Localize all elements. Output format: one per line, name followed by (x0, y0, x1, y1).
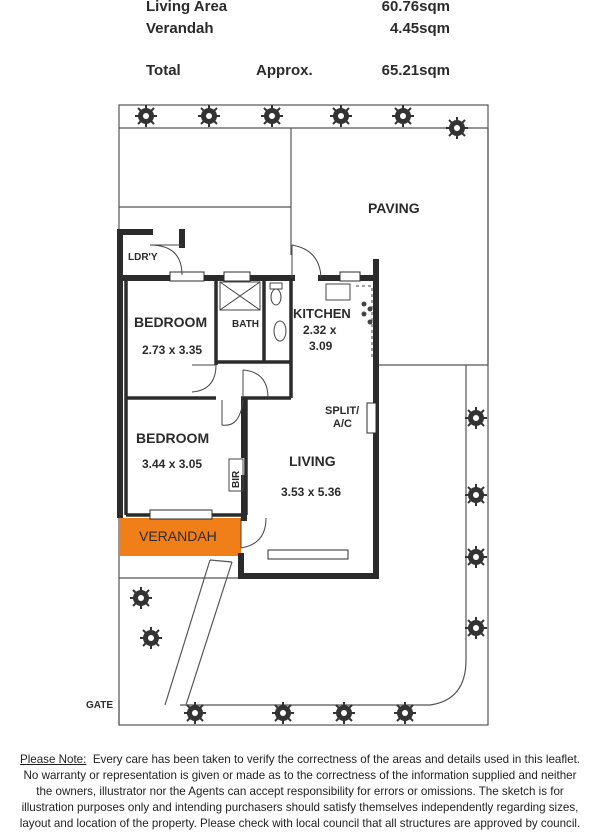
living-size: 3.53 x 5.36 (281, 485, 341, 499)
disclaimer-line-4: illustration purposes only and intending… (21, 801, 579, 814)
kitchen-size-line2: 3.09 (309, 339, 333, 353)
internal-walls (124, 278, 293, 517)
windows (149, 271, 377, 560)
verandah-label: VERANDAH (139, 528, 217, 544)
living-area-value: 60.76sqm (381, 0, 450, 15)
fixtures (219, 281, 373, 492)
garden-trees (129, 104, 488, 725)
garden-path (164, 559, 233, 706)
doors (149, 244, 322, 549)
bedroom1-size: 2.73 x 3.35 (142, 343, 202, 357)
verandah-area (119, 518, 241, 556)
floor-plan: PAVING LDR'Y BEDROOM 2.73 x 3.35 BATH KI… (86, 104, 489, 726)
area-schedule: Living Area 60.76sqm Verandah 4.45sqm To… (0, 0, 600, 90)
bedroom1-label: BEDROOM (134, 314, 207, 330)
kitchen-size-line1: 2.32 x (303, 323, 337, 337)
kitchen-label: KITCHEN (293, 306, 351, 321)
disclaimer-line-5: layout and location of the property. Ple… (19, 817, 581, 830)
verandah-area-row: Verandah 4.45sqm (0, 20, 600, 40)
site-boundary (118, 104, 489, 726)
verandah-area-label: Verandah (146, 20, 214, 37)
living-label: LIVING (289, 453, 336, 469)
split-ac-line1: SPLIT/ (325, 405, 359, 417)
total-area-row: Total Approx. 65.21sqm (0, 62, 600, 82)
gate-label: GATE (86, 700, 113, 711)
paving-label: PAVING (368, 200, 420, 216)
disclaimer-note: Please Note: Every care has been taken t… (0, 752, 600, 832)
disclaimer-line-1-text: Every care has been taken to verify the … (92, 753, 581, 766)
bedroom2-label: BEDROOM (136, 430, 209, 446)
disclaimer-line-1: Please Note: Every care has been taken t… (0, 752, 600, 768)
living-area-label: Living Area (146, 0, 228, 15)
laundry-label: LDR'Y (128, 252, 158, 263)
split-ac-line2: A/C (333, 418, 352, 430)
disclaimer-line-2: No warranty or representation is given o… (23, 769, 577, 782)
total-area-qualifier: Approx. (256, 62, 313, 79)
bir-label: BIR (231, 470, 242, 488)
disclaimer-line-3: the owners, illustrator nor the Agents c… (36, 785, 564, 798)
bath-label: BATH (232, 319, 259, 330)
living-area-row: Living Area 60.76sqm (0, 0, 600, 18)
bedroom2-size: 3.44 x 3.05 (142, 457, 202, 471)
total-area-label: Total (146, 62, 181, 79)
verandah-area-value: 4.45sqm (389, 20, 450, 37)
total-area-value: 65.21sqm (381, 62, 450, 79)
disclaimer-heading: Please Note: (19, 753, 87, 766)
